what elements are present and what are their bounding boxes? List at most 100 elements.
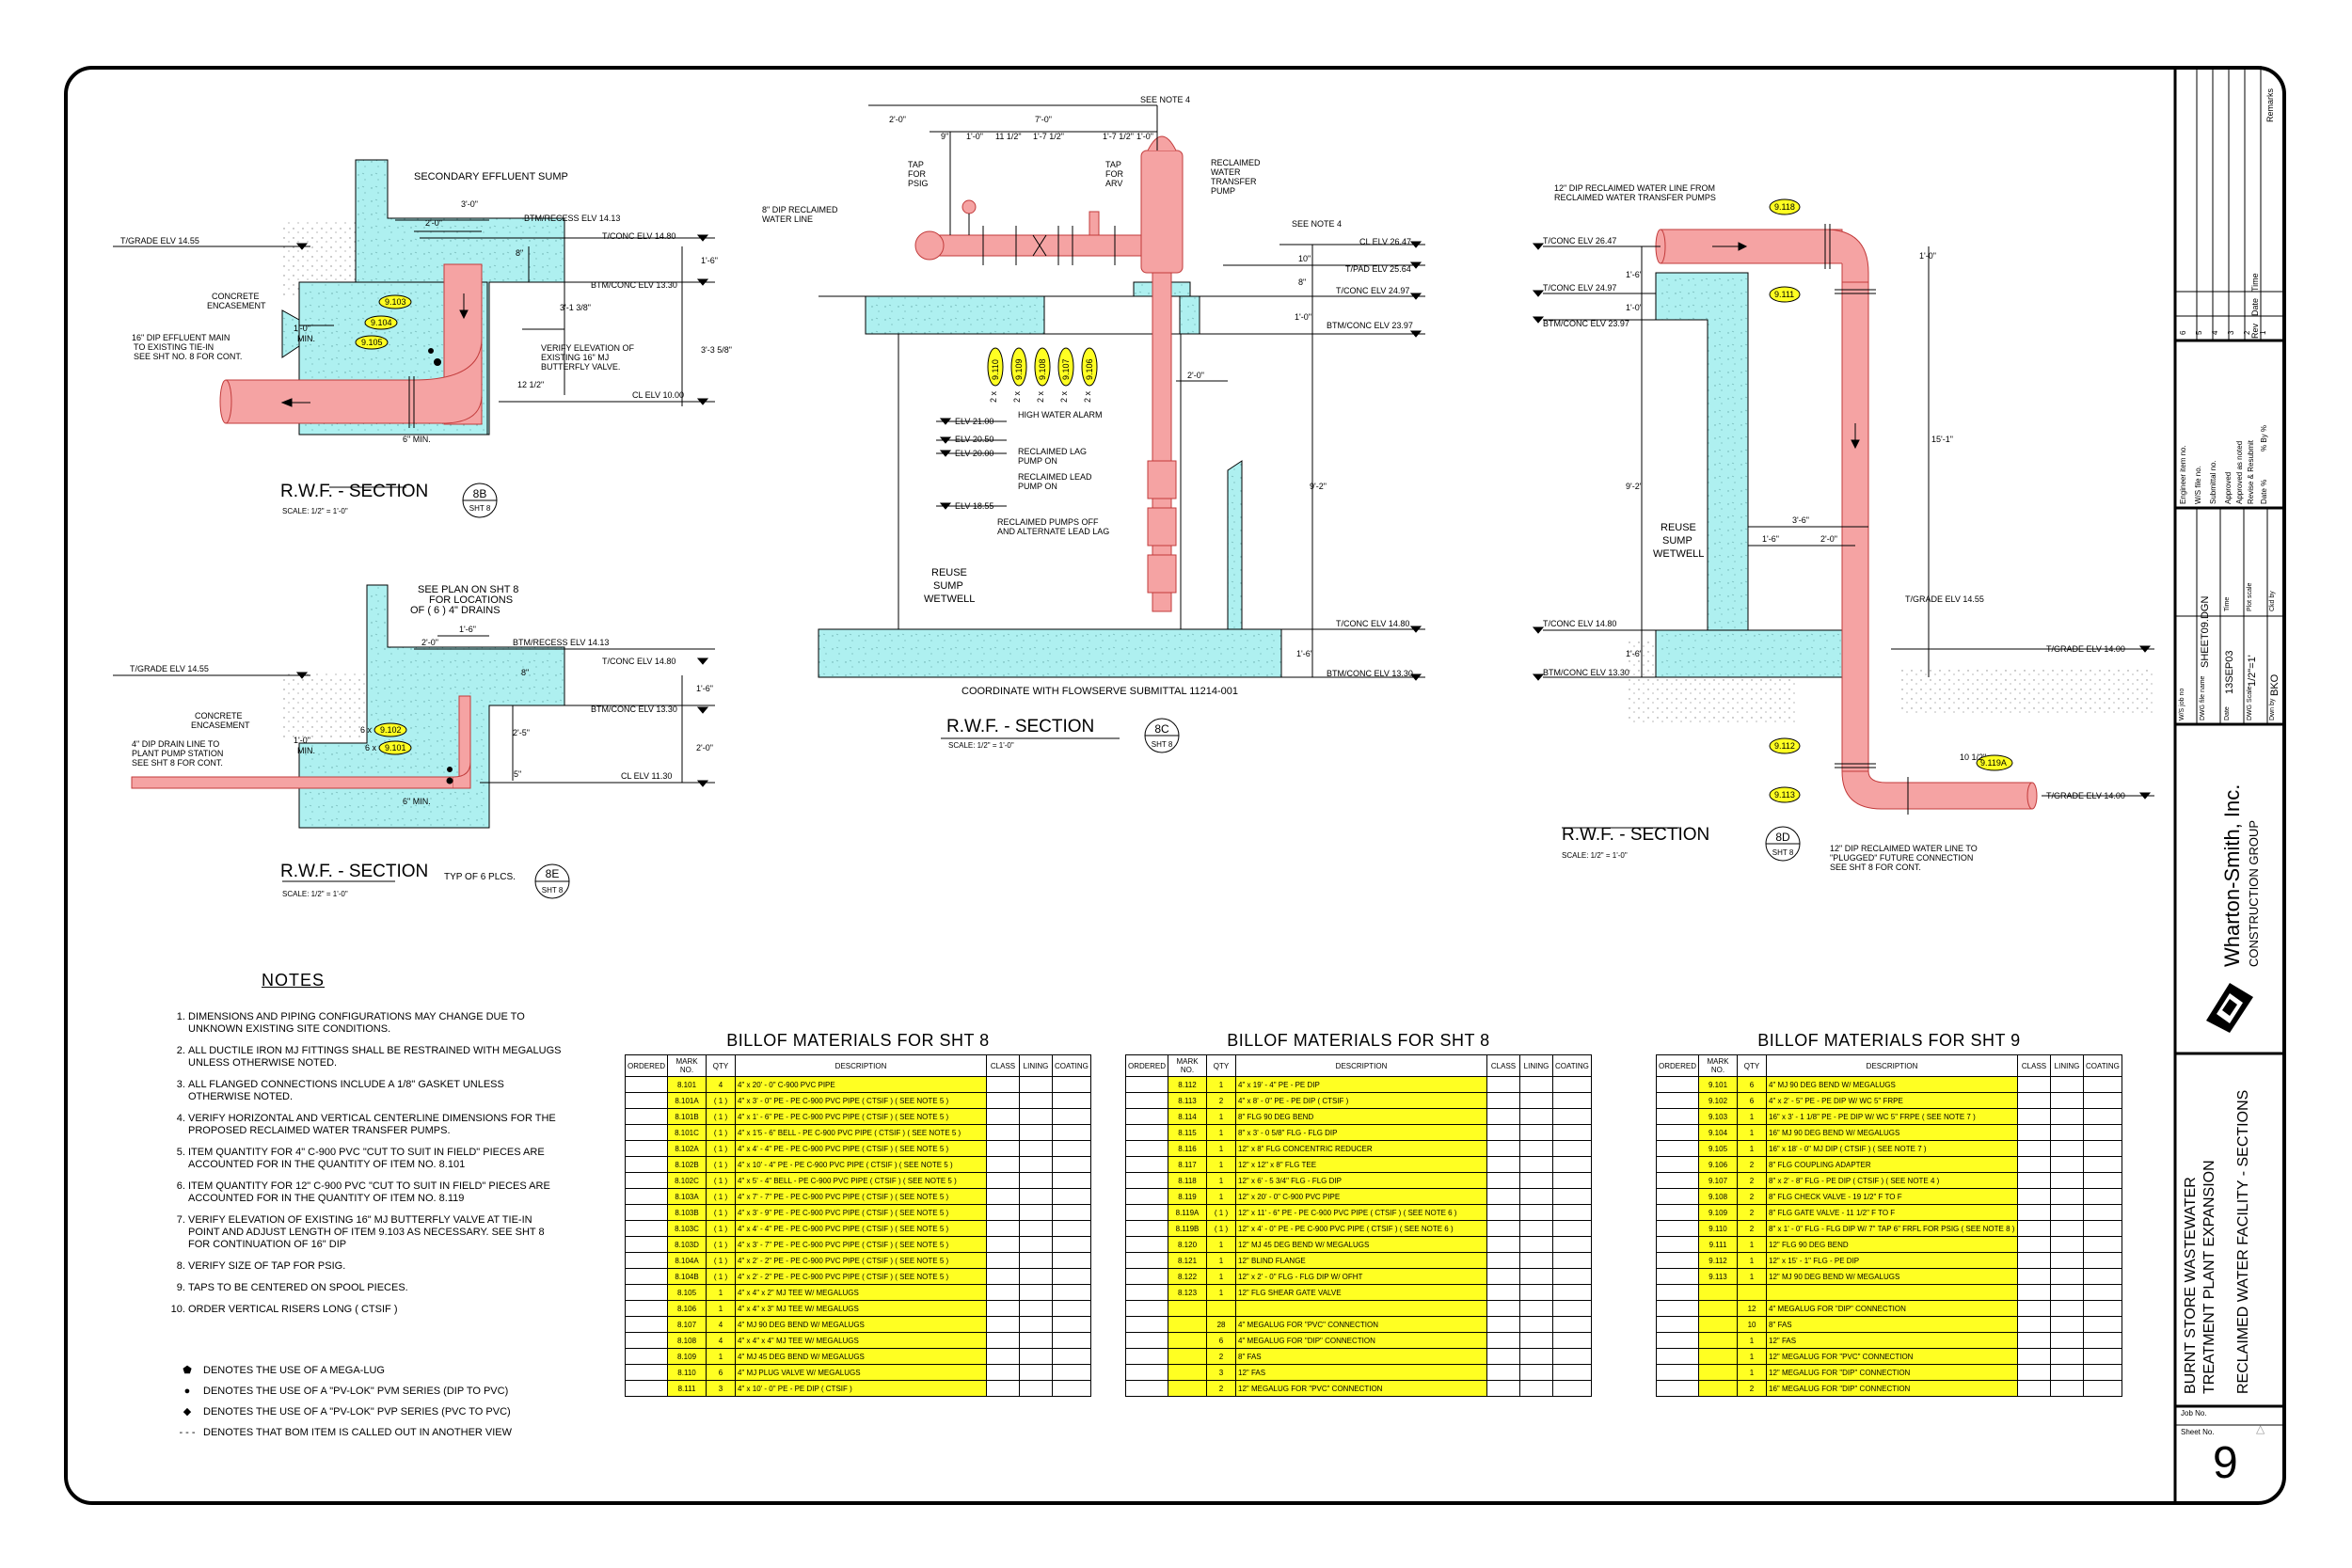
- bom-cell: [1052, 1156, 1091, 1173]
- bom-cell: [2050, 1156, 2085, 1173]
- bom-cell: 1: [1206, 1284, 1237, 1301]
- bom-cell: [2017, 1124, 2052, 1141]
- bom-cell: 4" x 4' - 4" PE - PE C-900 PVC PIPE ( CT…: [735, 1140, 988, 1157]
- bom-cell: ( 1 ): [706, 1236, 737, 1253]
- bom-cell: 8.114: [1168, 1108, 1208, 1125]
- bom-cell: 4" MJ 90 DEG BEND W/ MEGALUGS: [735, 1316, 988, 1333]
- bom-cell: [986, 1364, 1021, 1381]
- bom-cell: ( 1 ): [706, 1172, 737, 1189]
- drain-line-pipe: [131, 776, 454, 789]
- bom-cell: [1655, 1172, 1700, 1189]
- bom-cell: 8.104A: [667, 1252, 707, 1269]
- label: TAP: [908, 160, 924, 169]
- bom-column-header: MARK NO.: [667, 1054, 707, 1077]
- bom-row: 8.119B( 1 )12" x 4' - 0" PE - PE C-900 P…: [1124, 1220, 1592, 1237]
- bom-cell: [2017, 1188, 2052, 1205]
- bom-cell: 1: [1206, 1172, 1237, 1189]
- bom-column-header: MARK NO.: [1698, 1054, 1739, 1077]
- bom-cell: [1052, 1172, 1091, 1189]
- bom-cell: [1168, 1332, 1208, 1349]
- bom-cell: [2083, 1252, 2122, 1269]
- bom-cell: 8.101C: [667, 1124, 707, 1141]
- bom-cell: [1486, 1220, 1521, 1237]
- company-subtitle: CONSTRUCTION GROUP: [2247, 820, 2261, 967]
- label: BTM/RECESS ELV 14.13: [524, 214, 620, 223]
- bom-row: 8.102A( 1 )4" x 4' - 4" PE - PE C-900 PV…: [624, 1140, 1091, 1157]
- label: WATER LINE: [762, 214, 813, 224]
- bom-cell: [1655, 1284, 1700, 1301]
- dimension: 1'-6": [696, 684, 713, 693]
- bom-cell: [1552, 1140, 1592, 1157]
- bom-column-header: COATING: [2083, 1054, 2122, 1077]
- bom-cell: [986, 1316, 1021, 1333]
- label: PUMP: [1211, 186, 1235, 196]
- bom-cell: [2017, 1236, 2052, 1253]
- bom-cell: [1655, 1076, 1700, 1093]
- note-item: ITEM QUANTITY FOR 12" C-900 PVC "CUT TO …: [188, 1180, 563, 1205]
- label: T/GRADE ELV 14.55: [120, 236, 199, 245]
- bom-cell: [624, 1140, 669, 1157]
- bom-cell: [624, 1316, 669, 1333]
- bom-cell: [1486, 1268, 1521, 1285]
- bom-cell: 8" x 1' - 0" FLG - FLG DIP W/ 7" TAP 6" …: [1766, 1220, 2019, 1237]
- rev-date-header: Date: [2250, 297, 2260, 316]
- bom-cell: [1655, 1236, 1700, 1253]
- bom-cell: [1168, 1380, 1208, 1397]
- bom-cell: [624, 1364, 669, 1381]
- bom-cell: [1552, 1204, 1592, 1221]
- bom-cell: [1486, 1364, 1521, 1381]
- bom-cell: [1052, 1268, 1091, 1285]
- bom-row: 8.103C( 1 )4" x 4' - 4" PE - PE C-900 PV…: [624, 1220, 1091, 1237]
- bom-cell: 8" FLG GATE VALVE - 11 1/2" F TO F: [1766, 1204, 2019, 1221]
- bom-cell: [1019, 1188, 1054, 1205]
- bom-cell: [1519, 1092, 1554, 1109]
- bom-cell: [1552, 1236, 1592, 1253]
- bom-cell: 12" x 20' - 0" C-900 PVC PIPE: [1235, 1188, 1488, 1205]
- dimension: 3'-3 5/8": [701, 345, 732, 355]
- bom-cell: [1519, 1220, 1554, 1237]
- label: BTM/CONC ELV 13.30: [1327, 669, 1413, 678]
- bom-cell: 1: [1206, 1236, 1237, 1253]
- bom-cell: 12" FLG 90 DEG BEND: [1766, 1236, 2019, 1253]
- view-title: R.W.F. - SECTION: [946, 717, 1094, 736]
- bom-cell: 4" MJ 45 DEG BEND W/ MEGALUGS: [735, 1348, 988, 1365]
- bom-cell: [2083, 1076, 2122, 1093]
- bom-cell: [1552, 1076, 1592, 1093]
- bom-cell: [1655, 1300, 1700, 1317]
- bom-cell: 1: [1206, 1268, 1237, 1285]
- bom-cell: [1519, 1364, 1554, 1381]
- label: T/CONC ELV 24.97: [1543, 283, 1616, 293]
- bom-cell: 1: [1206, 1124, 1237, 1141]
- bom-cell: 16" x 18' - 0" MJ DIP ( CTSIF ) ( SEE NO…: [1766, 1140, 2019, 1157]
- bom-cell: [1052, 1076, 1091, 1093]
- label: ELV 20.50: [955, 435, 993, 444]
- bom-cell: [1124, 1316, 1169, 1333]
- legend-text: DENOTES THE USE OF A MEGA-LUG: [203, 1365, 385, 1376]
- legend-item: - - -DENOTES THAT BOM ITEM IS CALLED OUT…: [179, 1422, 512, 1443]
- bom-cell: [1124, 1268, 1169, 1285]
- label: PUMP ON: [1018, 456, 1057, 466]
- bom-cell: 4" x 1' - 6" PE - PE C-900 PVC PIPE ( CT…: [735, 1108, 988, 1125]
- bom-cell: [1206, 1300, 1237, 1317]
- bom-cell: [2050, 1220, 2085, 1237]
- dimension: 1'-6": [1626, 649, 1643, 658]
- bom-cell: [1552, 1092, 1592, 1109]
- bom-cell: 12" x 11' - 6" PE - PE C-900 PVC PIPE ( …: [1235, 1204, 1488, 1221]
- bom-cell: 8" FLG CHECK VALVE - 19 1/2" F TO F: [1766, 1188, 2019, 1205]
- bom-cell: 10: [1737, 1316, 1768, 1333]
- note-item: VERIFY ELEVATION OF EXISTING 16" MJ BUTT…: [188, 1214, 563, 1251]
- bom-cell: 8.103C: [667, 1220, 707, 1237]
- bom-cell: [624, 1156, 669, 1173]
- date-pct: Date %: [2260, 479, 2268, 504]
- bom-cell: 2: [1737, 1204, 1768, 1221]
- legend-text: DENOTES THE USE OF A "PV-LOK" PVM SERIES…: [203, 1386, 509, 1397]
- label: CL ELV 10.00: [632, 390, 684, 400]
- dimension: 2'-0": [696, 743, 713, 752]
- dimension: 1'-6": [701, 256, 718, 265]
